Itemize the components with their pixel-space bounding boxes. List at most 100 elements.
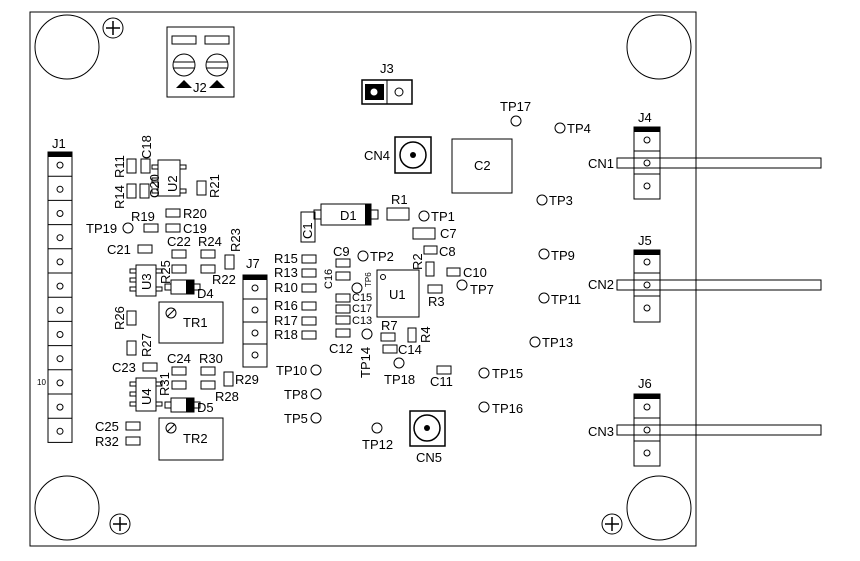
label-tp10: TP10 bbox=[276, 363, 307, 378]
resistor-r32 bbox=[125, 436, 141, 446]
resistor-r24 bbox=[200, 249, 216, 259]
label-tp11: TP11 bbox=[551, 292, 581, 307]
label-u2: U2 bbox=[165, 175, 180, 192]
test-point-tp16 bbox=[478, 401, 490, 413]
header-pin bbox=[56, 210, 64, 217]
capacitor-c10 bbox=[446, 267, 461, 277]
resistor-r31 bbox=[171, 380, 187, 390]
label-cn3: CN3 bbox=[588, 424, 614, 439]
header-j4 bbox=[616, 126, 822, 200]
capacitor-c21 bbox=[137, 244, 153, 254]
label-c2: C2 bbox=[474, 158, 491, 173]
coax-connector-cn5 bbox=[409, 410, 446, 447]
header-j3 bbox=[361, 79, 413, 105]
capacitor-c2 bbox=[451, 138, 513, 194]
label-r23: R23 bbox=[228, 228, 243, 252]
label-c12: C12 bbox=[329, 341, 353, 356]
header-j5 bbox=[616, 249, 822, 323]
resistor-r17 bbox=[301, 316, 317, 326]
label-d5: D5 bbox=[197, 400, 214, 415]
mounting-hole-bottom-right bbox=[626, 475, 692, 541]
label-tp12: TP12 bbox=[362, 437, 393, 452]
label-r3: R3 bbox=[428, 294, 445, 309]
capacitor-c13 bbox=[335, 315, 351, 325]
resistor-r30 bbox=[200, 366, 216, 376]
capacitor-c8 bbox=[423, 245, 438, 255]
label-tp4: TP4 bbox=[567, 121, 591, 136]
test-point-tp7 bbox=[456, 279, 468, 291]
label-cn4: CN4 bbox=[364, 148, 390, 163]
label-r2: R2 bbox=[410, 253, 425, 270]
label-r15: R15 bbox=[274, 251, 298, 266]
label-r28: R28 bbox=[215, 389, 239, 404]
test-point-tp3 bbox=[536, 194, 548, 206]
header-pin bbox=[56, 379, 64, 387]
label-r22: R22 bbox=[212, 272, 236, 287]
test-point-tp6 bbox=[351, 282, 363, 294]
test-point-tp11 bbox=[538, 292, 550, 304]
resistor-r28 bbox=[200, 380, 216, 390]
label-c16: C16 bbox=[323, 269, 335, 289]
capacitor-c19 bbox=[165, 223, 181, 233]
label-r24: R24 bbox=[198, 234, 222, 249]
resistor-r23 bbox=[224, 254, 235, 270]
resistor-r19 bbox=[143, 223, 159, 233]
mounting-hole-bottom-left bbox=[34, 475, 100, 541]
resistor-r14 bbox=[126, 183, 137, 199]
capacitor-c1 bbox=[300, 211, 316, 243]
resistor-r15 bbox=[301, 254, 317, 264]
capacitor-c25 bbox=[125, 421, 141, 431]
label-r11: R11 bbox=[112, 155, 127, 178]
transformer-tr1 bbox=[158, 301, 224, 344]
resistor-r2 bbox=[425, 261, 435, 277]
capacitor-c11 bbox=[436, 365, 452, 375]
resistor-r1 bbox=[386, 207, 410, 221]
test-point-tp9 bbox=[538, 248, 550, 260]
label-tr1: TR1 bbox=[183, 315, 208, 330]
label-tp16: TP16 bbox=[492, 401, 523, 416]
label-r19: R19 bbox=[131, 209, 155, 224]
label-r16: R16 bbox=[274, 298, 298, 313]
label-j5: J5 bbox=[638, 233, 652, 248]
label-r25: R25 bbox=[158, 260, 173, 284]
label-r13: R13 bbox=[274, 265, 298, 280]
label-cn2: CN2 bbox=[588, 277, 614, 292]
diode-d4 bbox=[164, 279, 201, 295]
capacitor-c12 bbox=[335, 328, 351, 338]
resistor-r18 bbox=[301, 330, 317, 340]
resistor-r20 bbox=[165, 208, 181, 218]
fiducial-icon bbox=[109, 513, 131, 535]
test-point-tp13 bbox=[529, 336, 541, 348]
label-c23: C23 bbox=[112, 360, 136, 375]
label-r21: R21 bbox=[207, 174, 222, 198]
test-point-tp19 bbox=[122, 222, 134, 234]
header-pin bbox=[56, 161, 64, 169]
label-j4: J4 bbox=[638, 110, 652, 125]
label-tp19: TP19 bbox=[86, 221, 117, 236]
label-r32: R32 bbox=[95, 434, 119, 449]
header-j7 bbox=[242, 274, 268, 368]
capacitor-c24 bbox=[171, 366, 187, 376]
test-point-tp18 bbox=[393, 357, 405, 369]
ic-u3 bbox=[129, 264, 163, 297]
test-point-tp14 bbox=[361, 328, 373, 340]
header-j1 bbox=[47, 151, 73, 443]
capacitor-c17 bbox=[335, 304, 351, 314]
label-c1: C1 bbox=[300, 222, 315, 239]
header-j6 bbox=[616, 393, 822, 467]
resistor-r10 bbox=[301, 283, 317, 293]
test-point-tp15 bbox=[478, 367, 490, 379]
header-pin bbox=[56, 234, 64, 242]
fiducial-icon bbox=[601, 513, 623, 535]
terminal-block-j2 bbox=[166, 26, 235, 98]
header-pin bbox=[56, 355, 64, 363]
label-tr2: TR2 bbox=[183, 431, 208, 446]
capacitor-c7 bbox=[412, 227, 436, 240]
header-pin bbox=[56, 403, 64, 411]
board-outline bbox=[29, 11, 697, 547]
transformer-tr2 bbox=[158, 417, 224, 461]
resistor-r16 bbox=[301, 301, 317, 311]
label-c13: C13 bbox=[352, 315, 372, 327]
label-c25: C25 bbox=[95, 419, 119, 434]
test-point-tp8 bbox=[310, 388, 322, 400]
